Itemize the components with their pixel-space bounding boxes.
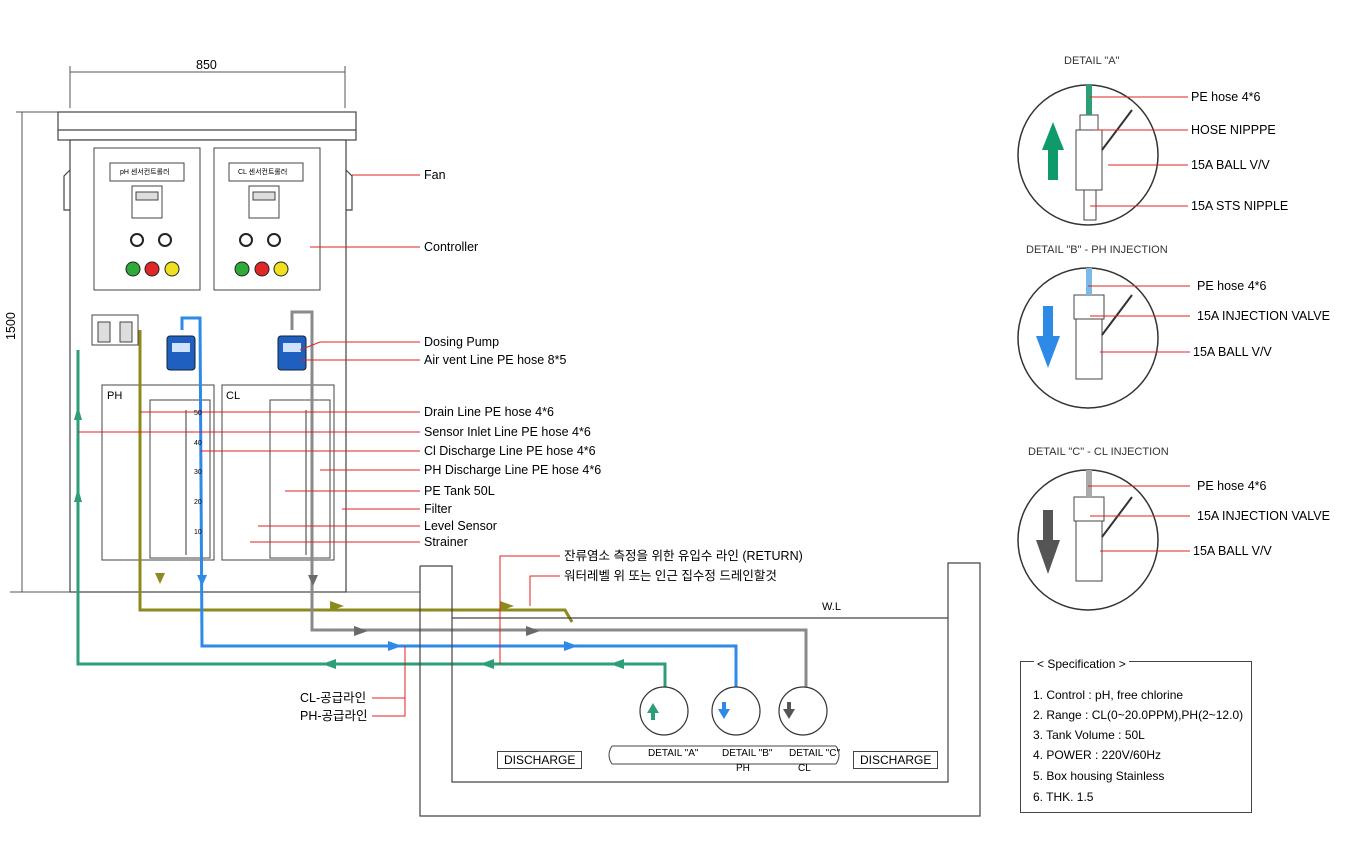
fan-label: Fan [424,168,446,182]
spec-item-6: 6. THK. 1.5 [1033,790,1094,804]
air-vent-label: Air vent Line PE hose 8*5 [424,353,567,367]
controller-label: Controller [424,240,479,254]
detail-a-label-2: HOSE NIPPPE [1191,123,1276,137]
sump [419,562,981,817]
level-sensor-label: Level Sensor [424,519,497,533]
ph-discharge-label: PH Discharge Line PE hose 4*6 [424,463,602,477]
pipe-detail-b-label: DETAIL "B" [722,748,773,759]
specification-box [1020,661,1252,813]
pipe-detail-arrows [647,702,795,720]
discharge-right-label: DISCHARGE [853,751,939,769]
dosing-pumps [166,335,307,371]
controller-buttons [125,233,289,277]
spec-item-2: 2. Range : CL(0~20.0PPM),PH(2~12.0) [1033,708,1244,722]
specification-title: < Specification > [1034,657,1129,671]
filter-label: Filter [424,502,452,516]
spec-item-4: 4. POWER : 220V/60Hz [1033,748,1162,762]
tanks [101,384,335,561]
detail-c-label-1: PE hose 4*6 [1197,479,1267,493]
detail-c-drawing [1017,469,1159,611]
gray-cl-line [290,310,808,690]
tank-scale-10: 10 [194,529,202,536]
water-level-label: W.L [822,601,841,613]
detail-c-title: DETAIL "C" - CL INJECTION [1028,446,1169,458]
cl-supply-label: CL-공급라인 [300,691,367,705]
detail-c-label-2: 15A INJECTION VALVE [1197,509,1330,523]
tank-scale-30: 30 [194,469,202,476]
detail-b-drawing [1017,267,1159,409]
pipe-ph-label: PH [736,763,750,774]
pipe-detail-a-label: DETAIL "A" [648,748,699,759]
detail-a-label-3: 15A BALL V/V [1191,158,1270,172]
cl-tank-label: CL [226,390,241,402]
olive-drain-line [138,330,574,623]
dosing-pump-label: Dosing Pump [424,335,500,349]
detail-a-title: DETAIL "A" [1064,55,1120,67]
detail-b-label-3: 15A BALL V/V [1193,345,1272,359]
spec-item-5: 5. Box housing Stainless [1033,769,1165,783]
detail-b-title: DETAIL "B" - PH INJECTION [1026,244,1168,256]
discharge-left-label: DISCHARGE [497,751,583,769]
drain-note: 워터레벨 위 또는 인근 집수정 드레인할것 [564,569,777,583]
strainer-label: Strainer [424,535,468,549]
ph-tank-label: PH [107,390,123,402]
blue-ph-line [180,316,738,690]
detail-c-label-3: 15A BALL V/V [1193,544,1272,558]
spec-item-3: 3. Tank Volume : 50L [1033,728,1145,742]
detail-a-label-4: 15A STS NIPPLE [1191,199,1289,213]
pipe-detail-circles [639,686,828,736]
cl-controller-title: CL 센서컨트롤러 [238,169,288,176]
ph-supply-label: PH-공급라인 [300,709,368,723]
pipe-cl-label: CL [798,763,811,774]
cl-discharge-label: Cl Discharge Line PE hose 4*6 [424,444,596,458]
line-arrows [74,406,624,669]
drain-line-label: Drain Line PE hose 4*6 [424,405,554,419]
tank-scale-20: 20 [194,499,202,506]
width-dimension: 850 [196,58,217,72]
detail-a-label-1: PE hose 4*6 [1191,90,1261,104]
spec-item-1: 1. Control : pH, free chlorine [1033,688,1184,702]
detail-b-label-1: PE hose 4*6 [1197,279,1267,293]
green-return-line [76,350,667,690]
detail-a-drawing [1017,84,1159,226]
discharge-pipe [608,745,840,765]
pe-tank-label: PE Tank 50L [424,484,495,498]
tank-scale-40: 40 [194,440,202,447]
ph-controller-title: pH 센서컨트롤러 [120,169,170,176]
detail-b-label-2: 15A INJECTION VALVE [1197,309,1330,323]
sensor-inlet-label: Sensor Inlet Line PE hose 4*6 [424,425,591,439]
height-dimension: 1500 [4,312,18,340]
leader-lines [78,96,1190,717]
tank-scale [185,410,307,555]
sensor-block [91,314,139,346]
tank-scale-50: 50 [194,410,202,417]
pipe-detail-c-label: DETAIL "C" [789,748,840,759]
return-line-note: 잔류염소 측정을 위한 유입수 라인 (RETURN) [564,549,803,563]
